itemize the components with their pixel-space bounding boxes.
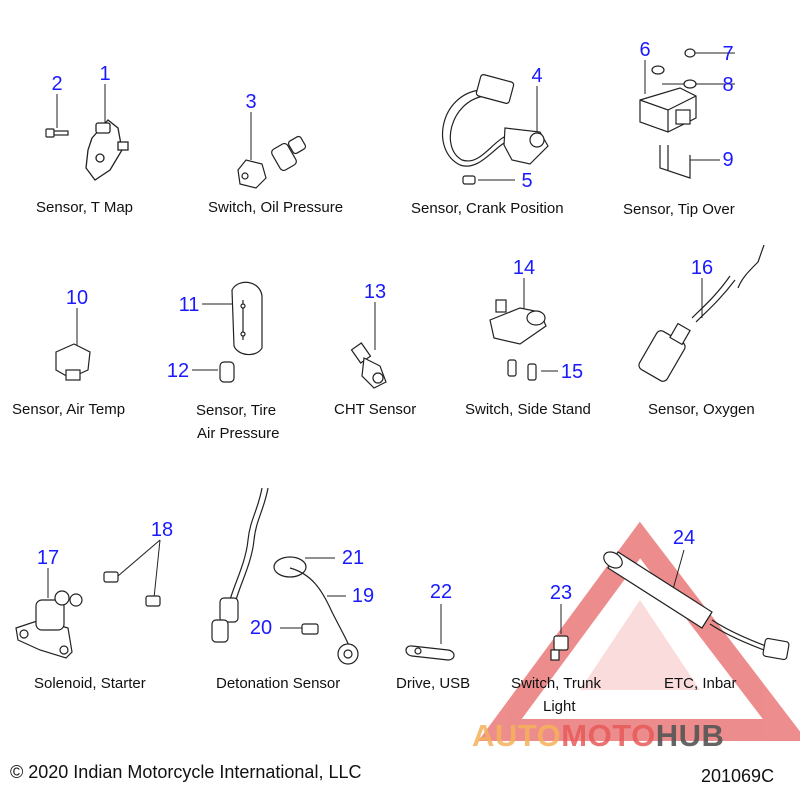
caption-cht-sensor: CHT Sensor	[334, 401, 417, 418]
callout-22: 22	[429, 581, 453, 603]
leader-lines	[47, 52, 735, 644]
caption-air-temp: Sensor, Air Temp	[12, 401, 126, 418]
drawing-number: 201069C	[701, 766, 775, 786]
caption-side-stand: Switch, Side Stand	[465, 401, 591, 418]
tire-pressure-sensor-drawing	[219, 281, 263, 383]
oxygen-sensor-drawing	[638, 244, 765, 382]
callout-6: 6	[639, 39, 651, 61]
automotohub-watermark: AUTOMOTOHUB	[472, 718, 725, 753]
callout-3: 3	[245, 91, 257, 113]
crank-position-sensor-drawing	[442, 74, 549, 185]
callout-24: 24	[672, 527, 696, 549]
screw-drawing	[45, 128, 69, 138]
caption-tire-pressure-2: Air Pressure	[197, 425, 280, 442]
tip-over-sensor-drawing	[639, 48, 697, 179]
callout-14: 14	[512, 257, 536, 279]
callout-1: 1	[99, 63, 111, 85]
trunk-light-switch-drawing	[550, 635, 569, 661]
caption-detonation: Detonation Sensor	[216, 675, 341, 692]
detonation-sensor-drawing	[211, 487, 359, 665]
callout-16: 16	[690, 257, 714, 279]
callout-18: 18	[150, 519, 174, 541]
callout-20: 20	[249, 617, 273, 639]
caption-oil-pressure: Switch, Oil Pressure	[208, 199, 344, 216]
caption-oxygen: Sensor, Oxygen	[648, 401, 755, 418]
callout-21: 21	[341, 547, 365, 569]
caption-starter-solenoid: Solenoid, Starter	[34, 675, 146, 692]
callout-5: 5	[521, 170, 533, 192]
caption-tip-over: Sensor, Tip Over	[623, 201, 735, 218]
caption-trunk-light-1: Switch, Trunk	[511, 675, 602, 692]
caption-t-map: Sensor, T Map	[36, 199, 134, 216]
callout-11: 11	[178, 294, 200, 316]
usb-drive-drawing	[405, 645, 455, 661]
callout-4: 4	[531, 65, 543, 87]
caption-usb-drive: Drive, USB	[396, 675, 471, 692]
callout-8: 8	[722, 74, 734, 96]
watermark-triangle	[478, 521, 800, 741]
oil-pressure-switch-drawing	[237, 135, 307, 189]
callout-9: 9	[722, 149, 734, 171]
caption-etc-inbar: ETC, Inbar	[664, 675, 737, 692]
callout-12: 12	[166, 360, 190, 382]
starter-solenoid-drawing	[15, 571, 161, 659]
callout-7: 7	[722, 43, 734, 65]
t-map-sensor-drawing	[85, 119, 129, 181]
callout-13: 13	[363, 281, 387, 303]
callout-10: 10	[65, 287, 89, 309]
caption-crank-position: Sensor, Crank Position	[411, 200, 564, 217]
callout-17: 17	[36, 547, 60, 569]
callout-23: 23	[549, 582, 573, 604]
copyright-notice: © 2020 Indian Motorcycle International, …	[10, 762, 362, 782]
callout-15: 15	[560, 361, 584, 383]
callout-2: 2	[51, 73, 63, 95]
cht-sensor-drawing	[350, 342, 387, 389]
caption-trunk-light-2: Light	[543, 698, 576, 715]
air-temp-sensor-drawing	[55, 343, 91, 381]
etc-inbar-drawing	[603, 551, 790, 661]
side-stand-switch-drawing	[489, 299, 547, 381]
callout-19: 19	[351, 585, 375, 607]
caption-tire-pressure-1: Sensor, Tire	[196, 402, 277, 419]
